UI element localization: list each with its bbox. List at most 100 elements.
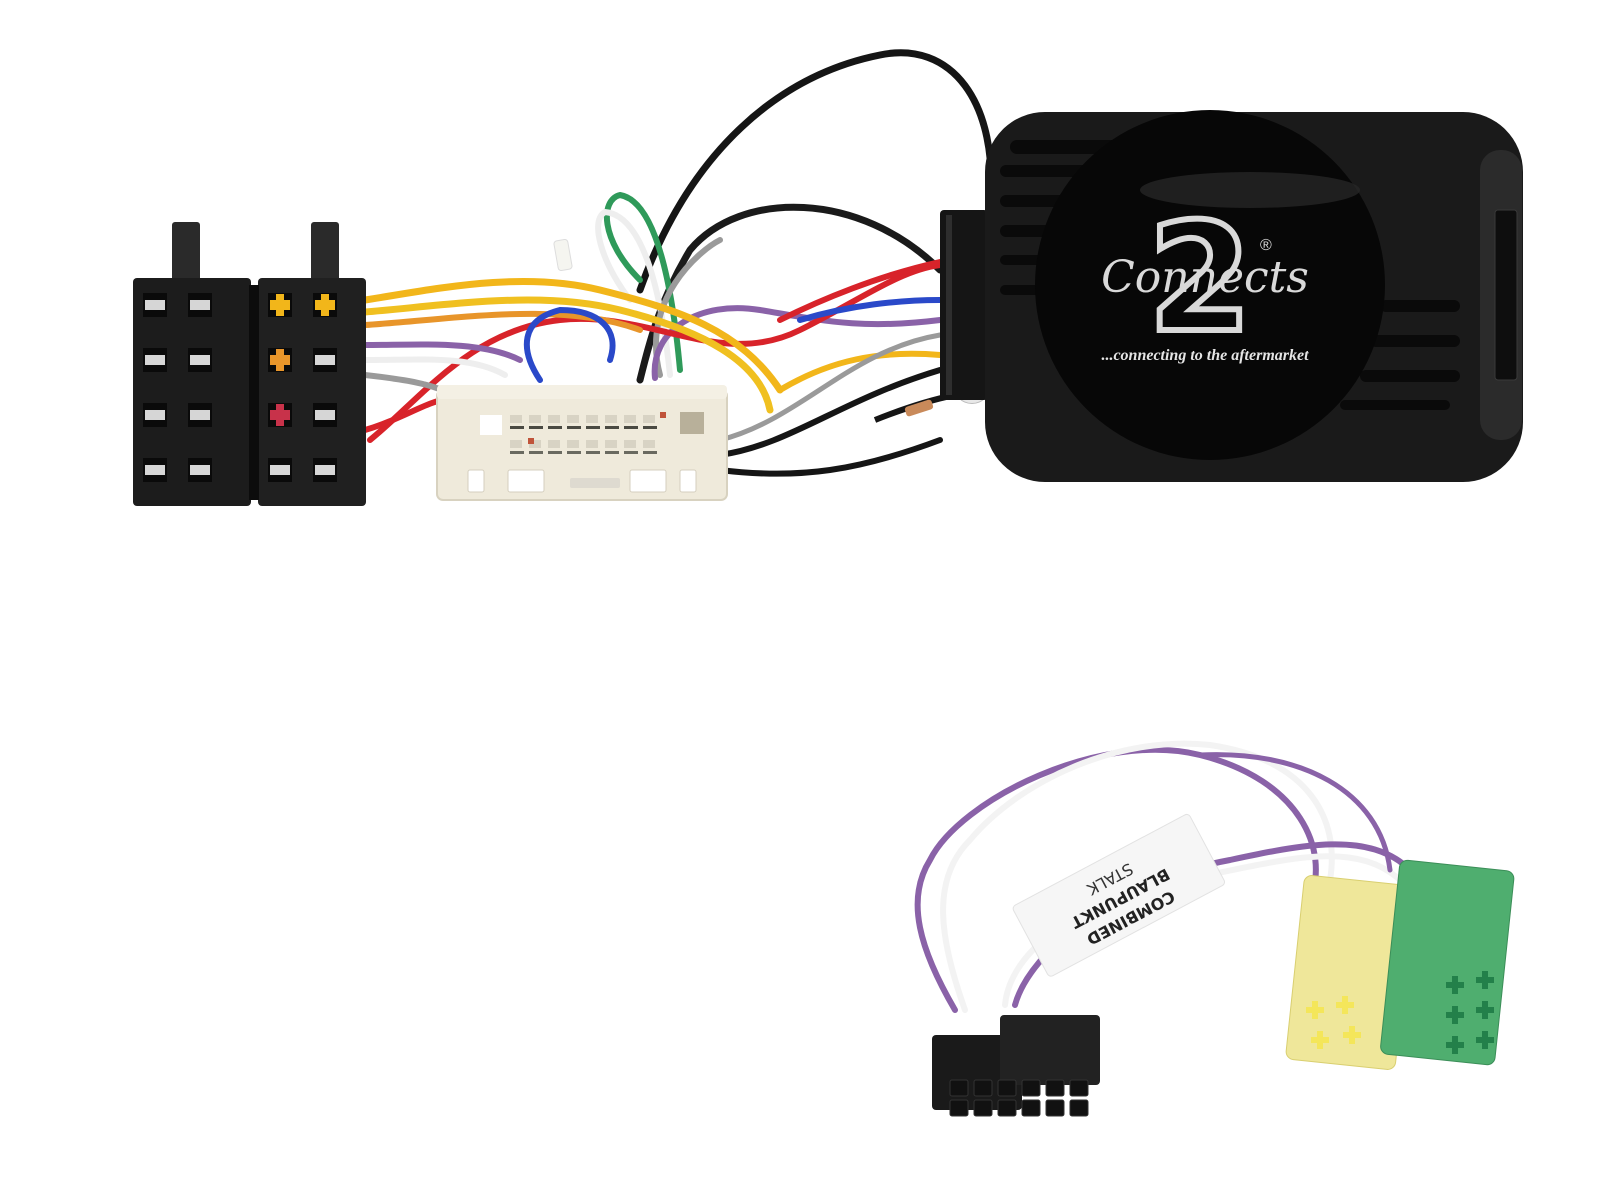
logo-disc-gloss — [1140, 172, 1360, 208]
iso-pin — [145, 410, 165, 420]
white-pin-bar — [605, 426, 619, 429]
white-pin-slot — [510, 440, 522, 448]
wire-black-loop-2 — [636, 203, 944, 384]
white-pin-bar — [510, 451, 524, 454]
module-vents-right — [1340, 300, 1460, 410]
green-pin — [1482, 1001, 1488, 1019]
yellow-pin — [1342, 996, 1348, 1014]
iso-pin — [270, 465, 290, 475]
white-pin-bar — [624, 426, 638, 429]
wire-violet-lower-3 — [1197, 752, 1393, 873]
cable-tie — [553, 238, 573, 272]
green-pin — [1482, 1031, 1488, 1049]
registered-mark: ® — [1260, 237, 1272, 254]
yellow-pin — [1312, 1001, 1318, 1019]
interface-module: 2 Connects ® ...connecting to the afterm… — [940, 110, 1523, 482]
wire-white-lower-1 — [940, 740, 1335, 1013]
black-pin-cell — [1045, 1079, 1065, 1097]
black-connector-pins — [949, 1079, 1089, 1117]
white-pin-bar — [510, 426, 524, 429]
iso-pin — [145, 300, 165, 310]
black-pin-cell — [949, 1099, 969, 1117]
white-latch-4 — [629, 469, 667, 493]
terminal-crimp — [904, 399, 934, 417]
black-pin-cell — [973, 1099, 993, 1117]
white-connector-pins — [480, 412, 704, 454]
white-pin-slot — [624, 415, 636, 423]
vehicle-connector-white — [436, 385, 728, 501]
wire-bundle — [361, 49, 995, 477]
wire-orange — [362, 310, 643, 333]
green-pin — [1452, 976, 1458, 994]
white-pin-slot — [624, 440, 636, 448]
white-latch-3 — [570, 478, 620, 488]
black-pin-cell — [973, 1079, 993, 1097]
black-pin-cell — [1045, 1099, 1065, 1117]
iso-pin — [315, 465, 335, 475]
white-latch-5 — [679, 469, 697, 493]
logo-numeral: 2 — [1148, 192, 1252, 366]
green-pin — [1452, 1006, 1458, 1024]
wire-black-loop — [636, 49, 995, 294]
green-pin — [1482, 971, 1488, 989]
iso-clip-left — [172, 222, 200, 282]
white-pin-slot — [643, 415, 655, 423]
white-pin-bar — [529, 426, 543, 429]
module-plug-highlight — [946, 215, 952, 395]
wire-yellow-3 — [777, 350, 943, 393]
wire-blue-2 — [797, 297, 943, 323]
white-pin-slot — [605, 440, 617, 448]
white-pin-block — [680, 412, 704, 434]
white-pin-bar — [643, 426, 657, 429]
iso-divider — [249, 285, 259, 500]
white-pin-bar — [624, 451, 638, 454]
iso-block-left — [133, 278, 251, 506]
white-pin-bar — [548, 451, 562, 454]
wire-violet — [651, 305, 943, 381]
iso-pin — [190, 300, 210, 310]
black-connector-latch — [1000, 1015, 1100, 1085]
white-pin-bar — [529, 451, 543, 454]
white-pin-marker — [528, 438, 534, 444]
yellow-pin — [1349, 1026, 1355, 1044]
wire-red-2 — [777, 259, 943, 323]
white-pin-marker — [660, 412, 666, 418]
label-tag — [1012, 813, 1225, 977]
logo-tagline: ...connecting to the aftermarket — [1101, 347, 1309, 364]
iso-pin — [145, 465, 165, 475]
white-pin-bar — [586, 451, 600, 454]
iso-pin — [321, 294, 329, 316]
iso-pin — [190, 465, 210, 475]
white-pin-slot — [548, 440, 560, 448]
cable-label: COMBINED BLAUPUNKT STALK — [1012, 813, 1225, 977]
white-pin-bar — [643, 451, 657, 454]
iso-pins — [143, 293, 337, 482]
wire-violet-2 — [362, 341, 523, 363]
white-pin-slot — [529, 415, 541, 423]
iso-pin — [145, 355, 165, 365]
iso-pin — [315, 355, 335, 365]
wire-white-2 — [362, 356, 508, 378]
green-connector-body — [1380, 859, 1515, 1066]
iso-pin — [315, 410, 335, 420]
white-pin-bar — [567, 426, 581, 429]
black-pin-cell — [997, 1099, 1017, 1117]
green-pin — [1452, 1036, 1458, 1054]
black-12pin-connector — [932, 1015, 1100, 1117]
mini-iso-connectors — [1285, 859, 1515, 1070]
wire-grey-3 — [717, 332, 943, 443]
white-pin-bar — [586, 426, 600, 429]
white-pin-block — [480, 415, 502, 435]
wire-yellow-2 — [361, 296, 774, 414]
white-pin-slot — [605, 415, 617, 423]
white-pin-bar — [567, 451, 581, 454]
iso-pin — [276, 349, 284, 371]
white-pin-slot — [586, 440, 598, 448]
iso-pin — [276, 404, 284, 426]
black-pin-cell — [997, 1079, 1017, 1097]
black-pin-cell — [1069, 1079, 1089, 1097]
yellow-pin — [1317, 1031, 1323, 1049]
black-pin-cell — [1021, 1079, 1041, 1097]
black-pin-cell — [1069, 1099, 1089, 1117]
